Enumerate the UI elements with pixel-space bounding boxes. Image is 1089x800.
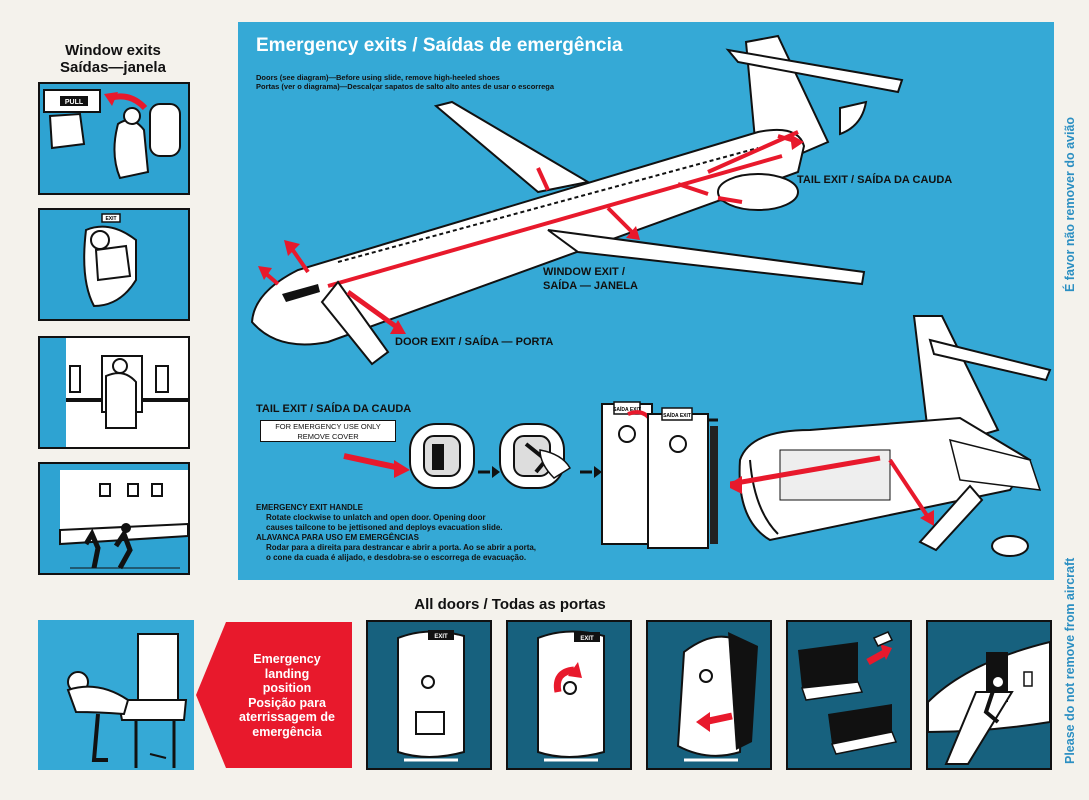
brace-position-illustration xyxy=(66,633,188,768)
window-exit-label: WINDOW EXIT / SAÍDA — JANELA xyxy=(543,266,638,294)
landing-pt-2: aterrissagem de xyxy=(239,710,335,724)
tail-door-sign-1: SAÍDA EXIT xyxy=(613,405,641,413)
door-step-2-illustration: EXIT xyxy=(537,630,605,762)
red-arrow-shape xyxy=(196,622,352,768)
handle-text-pt-1: Rodar para a direita para destrancar e a… xyxy=(266,543,537,552)
door-step-4-illustration xyxy=(798,631,898,755)
door-step-5 xyxy=(926,620,1052,770)
side-text-top: É favor não remover do avião xyxy=(1063,116,1077,292)
tail-handle-sequence xyxy=(343,423,602,489)
door-step-1: EXIT xyxy=(366,620,492,770)
handle-text-pt-2: o cone da cuada é alijado, e desdobra-se… xyxy=(266,553,527,562)
cover-placard: FOR EMERGENCY USE ONLY REMOVE COVER xyxy=(260,420,396,442)
window-exit-climb-illustration xyxy=(66,338,188,447)
tail-exit-label-top: TAIL EXIT / SAÍDA DA CAUDA xyxy=(797,174,953,186)
door-step-1-exit-sign: EXIT xyxy=(434,634,448,640)
doors-note-en: Doors (see diagram)—Before using slide, … xyxy=(256,73,500,82)
window-exit-step-1: PULL xyxy=(38,82,190,195)
window-exit-step-3 xyxy=(38,336,190,449)
door-step-3 xyxy=(646,620,772,770)
handle-text-en-2: causes tailcone to be jettisoned and dep… xyxy=(266,523,503,532)
brace-position-panel xyxy=(38,620,194,770)
window-exit-label-pt: SAÍDA — JANELA xyxy=(543,279,638,292)
handle-title-en: EMERGENCY EXIT HANDLE xyxy=(256,503,363,512)
window-exits-title-en: Window exits xyxy=(65,42,161,59)
door-step-4 xyxy=(786,620,912,770)
door-step-5-illustration xyxy=(928,640,1050,765)
handle-title-pt: ALAVANCA PARA USO EM EMERGÊNCIAS xyxy=(256,533,419,542)
window-exits-title-pt: Saídas—janela xyxy=(60,59,166,77)
tail-door-panels: SAÍDA EXIT SAÍDA EXIT xyxy=(601,401,718,549)
doors-note: Doors (see diagram)—Before using slide, … xyxy=(256,73,554,92)
side-text-bottom: Please do not remove from aircraft xyxy=(1063,557,1077,764)
door-step-3-illustration xyxy=(676,632,758,762)
window-exit-sign: EXIT xyxy=(105,216,116,222)
window-exit-step-4 xyxy=(38,462,190,575)
door-step-2-exit-sign: EXIT xyxy=(580,636,594,642)
handle-instructions: EMERGENCY EXIT HANDLE Rotate clockwise t… xyxy=(256,503,536,563)
landing-en-3: position xyxy=(262,681,312,695)
window-exit-lift-illustration: EXIT xyxy=(83,213,137,308)
landing-en-2: landing xyxy=(264,666,310,681)
door-step-1-illustration: EXIT xyxy=(397,630,465,762)
window-exit-label-en: WINDOW EXIT / xyxy=(543,266,625,278)
window-exit-wing-illustration xyxy=(59,470,188,570)
landing-pt-1: Posição para xyxy=(248,695,326,710)
main-title: Emergency exits / Saídas de emergência xyxy=(256,35,623,56)
landing-pt-3: emergência xyxy=(252,724,322,739)
pull-label: PULL xyxy=(65,99,84,106)
window-exits-title: Window exits Saídas—janela xyxy=(38,42,188,77)
window-exit-pull-illustration: PULL xyxy=(43,89,181,180)
tail-exit-heading: TAIL EXIT / SAÍDA DA CAUDA xyxy=(256,403,412,415)
door-exit-label: DOOR EXIT / SAÍDA — PORTA xyxy=(395,336,554,348)
all-doors-title: All doors / Todas as portas xyxy=(414,596,606,613)
landing-position-text: Emergency landing position Posição para … xyxy=(224,652,350,739)
tail-door-sign-2: SAÍDA EXIT xyxy=(663,411,691,419)
door-step-2: EXIT xyxy=(506,620,632,770)
handle-text-en-1: Rotate clockwise to unlatch and open doo… xyxy=(266,513,486,522)
landing-position-callout: Emergency landing position Posição para … xyxy=(196,620,352,770)
cover-placard-line1: FOR EMERGENCY USE ONLY xyxy=(275,422,381,431)
doors-note-pt: Portas (ver o diagrama)—Descalçar sapato… xyxy=(256,82,555,92)
landing-en-1: Emergency xyxy=(253,652,321,666)
window-exit-step-2: EXIT xyxy=(38,208,190,321)
tail-cutaway xyxy=(730,315,1052,557)
cover-placard-line2: REMOVE COVER xyxy=(297,431,359,441)
aircraft-diagram xyxy=(250,34,904,366)
